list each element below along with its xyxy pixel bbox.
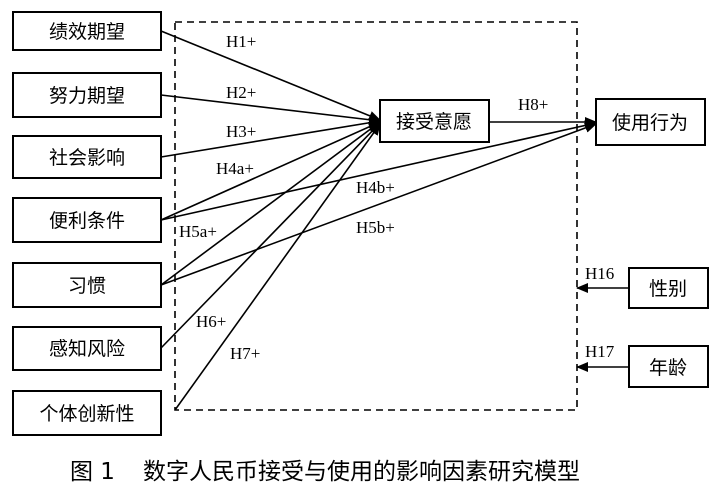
edge-h3 (160, 117, 381, 158)
box-facilitating-conditions: 便利条件 (12, 197, 162, 243)
label-h5b: H5b+ (356, 218, 395, 237)
box-habit-label: 习惯 (68, 275, 106, 297)
box-perceived-risk-label: 感知风险 (49, 338, 125, 360)
label-h2: H2+ (226, 83, 256, 102)
edge-h4a (160, 121, 381, 221)
edge-h5b (160, 123, 597, 286)
box-effort-expectancy: 努力期望 (12, 72, 162, 118)
box-social-influence-label: 社会影响 (49, 147, 125, 169)
box-intention: 接受意愿 (379, 99, 490, 143)
box-performance-expectancy-label: 绩效期望 (49, 21, 125, 43)
box-personal-innovativeness: 个体创新性 (12, 390, 162, 436)
edge-h6 (160, 122, 381, 349)
box-habit: 习惯 (12, 262, 162, 308)
edge-h4b (160, 120, 597, 221)
box-age-label: 年龄 (649, 357, 687, 379)
box-personal-innovativeness-label: 个体创新性 (39, 403, 134, 425)
box-age: 年龄 (628, 345, 709, 388)
label-h16: H16 (585, 264, 614, 283)
label-h1: H1+ (226, 32, 256, 51)
box-social-influence: 社会影响 (12, 135, 162, 179)
edge-h7 (174, 123, 381, 411)
box-gender-label: 性别 (649, 278, 687, 300)
edge-h2 (160, 94, 381, 125)
figure-number: 图 1 (70, 459, 115, 485)
label-h4b: H4b+ (356, 178, 395, 197)
box-perceived-risk: 感知风险 (12, 326, 162, 371)
label-h5a: H5a+ (179, 222, 217, 241)
box-behavior-label: 使用行为 (612, 112, 688, 134)
box-performance-expectancy: 绩效期望 (12, 11, 162, 51)
moderation-frame (174, 21, 578, 411)
edge-h5a (160, 121, 381, 286)
label-h3: H3+ (226, 122, 256, 141)
box-facilitating-conditions-label: 便利条件 (49, 210, 125, 232)
label-h17: H17 (585, 342, 615, 361)
box-effort-expectancy-label: 努力期望 (49, 85, 125, 107)
box-intention-label: 接受意愿 (396, 111, 472, 133)
figure-title: 数字人民币接受与使用的影响因素研究模型 (143, 459, 580, 485)
box-behavior: 使用行为 (595, 98, 706, 146)
label-h8: H8+ (518, 95, 548, 114)
label-h7: H7+ (230, 344, 260, 363)
box-gender: 性别 (628, 267, 709, 309)
label-h6: H6+ (196, 312, 226, 331)
edge-h1 (160, 30, 381, 121)
label-h4a: H4a+ (216, 159, 254, 178)
